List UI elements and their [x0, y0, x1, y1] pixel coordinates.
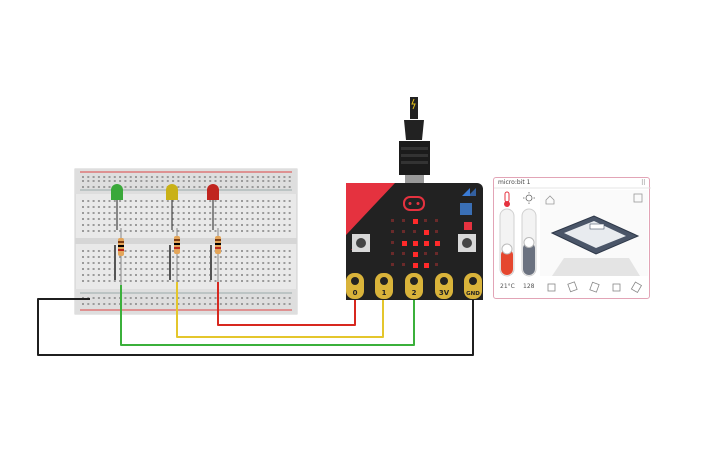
led-pixel: [391, 252, 394, 255]
led-pixel: [424, 252, 427, 255]
edge-pin-label: 2: [412, 289, 417, 297]
light-slider[interactable]: [521, 208, 537, 277]
microbit-accent-left: [346, 183, 395, 235]
edge-pin-hole: [351, 277, 359, 285]
edge-pin-hole: [469, 277, 477, 285]
led-pixel: [402, 230, 405, 233]
wire-green-pin2[interactable]: [120, 285, 415, 346]
led-pixel: [391, 241, 394, 244]
led-pixel: [402, 219, 405, 222]
led-pixel: [424, 230, 429, 235]
led-pixel: [435, 263, 438, 266]
temperature-value: 21°C: [500, 283, 515, 290]
shake-icon[interactable]: [547, 283, 556, 292]
led-pixel: [424, 263, 429, 268]
led-pixel: [402, 241, 407, 246]
breadboard[interactable]: [74, 168, 298, 315]
sun-icon: [523, 192, 535, 204]
thermometer-icon: [504, 191, 510, 207]
tilt-right-icon[interactable]: [589, 281, 600, 293]
led-pixel: [402, 263, 405, 266]
led-pixel: [424, 241, 429, 246]
led-pixel: [413, 219, 418, 224]
edge-pin-label: 3V: [439, 289, 450, 297]
face-down-icon[interactable]: [630, 281, 643, 294]
center-channel: [75, 238, 297, 244]
microbit-board[interactable]: 0 1 2 3V GND: [346, 183, 483, 300]
edge-connector: 0 1 2 3V GND: [346, 273, 482, 299]
reset-button[interactable]: [460, 203, 472, 215]
edge-pin-gnd[interactable]: [464, 273, 482, 299]
led-pixel: [435, 219, 438, 222]
led-pixel: [435, 241, 440, 246]
wires: [37, 282, 474, 356]
usb-cable: [399, 97, 430, 185]
temperature-slider[interactable]: [499, 208, 515, 277]
home-icon[interactable]: [545, 195, 555, 205]
led-pixel: [435, 230, 438, 233]
edge-pin-2[interactable]: [405, 273, 423, 299]
wire-red-pin0[interactable]: [217, 282, 356, 326]
led-pixel: [391, 230, 394, 233]
edge-pin-label: 0: [353, 289, 358, 297]
led-red[interactable]: [207, 184, 219, 230]
edge-pin-0[interactable]: [346, 273, 364, 299]
led-pixel: [413, 252, 418, 257]
tilt-left-icon[interactable]: [567, 281, 578, 293]
edge-pin-label: GND: [466, 291, 480, 297]
led-pixel: [391, 263, 394, 266]
led-pixel: [413, 230, 416, 233]
led-pixel: [424, 219, 427, 222]
simulator-title: micro:bit 1: [498, 179, 531, 186]
wire-yellow-pin1[interactable]: [176, 282, 384, 338]
breadboard-holes: [82, 176, 291, 305]
gesture-icons: [547, 281, 643, 294]
face-up-icon[interactable]: [612, 283, 621, 292]
button-a[interactable]: [352, 234, 370, 252]
microbit-logo[interactable]: [403, 196, 425, 211]
edge-pin-3v[interactable]: [435, 273, 453, 299]
edge-pin-hole: [440, 277, 448, 285]
led-yellow[interactable]: [166, 184, 178, 230]
led-green[interactable]: [111, 184, 123, 230]
edge-pin-1[interactable]: [375, 273, 393, 299]
edge-pin-label: 1: [382, 289, 387, 297]
jumper-leads: [114, 245, 212, 280]
button-b[interactable]: [458, 234, 476, 252]
led-pixel: [402, 252, 405, 255]
grip-dots-icon[interactable]: ⠿: [640, 179, 646, 187]
resistor-2[interactable]: [174, 228, 180, 282]
board-3d-view[interactable]: [540, 190, 648, 276]
light-value: 128: [523, 283, 535, 290]
led-matrix: [391, 219, 440, 268]
edge-pin-hole: [380, 277, 388, 285]
lightning-icon: [411, 98, 416, 110]
resistor-1[interactable]: [118, 228, 124, 285]
led-pixel: [413, 263, 418, 268]
simulator-panel: micro:bit 1 ⠿: [493, 177, 651, 299]
led-pixel: [413, 241, 418, 246]
wire-black-gnd[interactable]: [37, 292, 474, 356]
rotate-icon[interactable]: [633, 193, 643, 203]
led-pixel: [391, 219, 394, 222]
led-pixel: [435, 252, 438, 255]
edge-pin-hole: [410, 277, 418, 285]
resistor-3[interactable]: [215, 228, 221, 282]
